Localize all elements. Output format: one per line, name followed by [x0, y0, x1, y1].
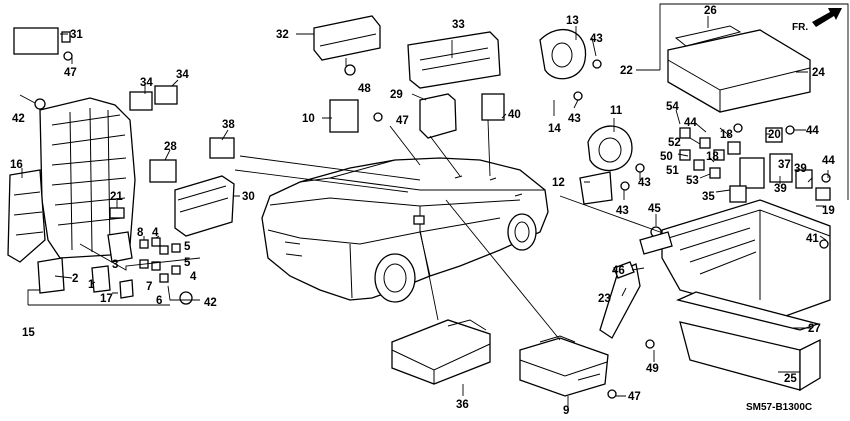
callout-26: 26 [704, 5, 717, 17]
callout-54: 54 [666, 101, 679, 113]
callout-23: 23 [598, 293, 611, 305]
callout-53: 53 [686, 175, 699, 187]
callout-18a: 18 [720, 129, 733, 141]
callout-44c: 44 [822, 155, 835, 167]
front-arrow-icon [812, 8, 842, 27]
callout-46: 46 [612, 265, 625, 277]
front-direction-indicator: FR. [792, 8, 842, 33]
callout-43d: 43 [616, 205, 629, 217]
small-relays-left [13, 27, 235, 305]
front-label: FR. [792, 22, 808, 33]
callout-44b: 44 [806, 125, 819, 137]
callout-43c: 43 [638, 177, 651, 189]
callout-10: 10 [302, 113, 315, 125]
callout-3: 3 [112, 259, 118, 271]
callout-4b: 4 [190, 271, 197, 283]
callout-labels: 31 47 42 16 34 34 28 38 30 21 8 4 5 5 4 … [10, 5, 835, 417]
callout-9: 9 [563, 405, 569, 417]
callout-39b: 39 [774, 183, 787, 195]
box-bracket-22 [659, 3, 849, 200]
callout-34b: 34 [176, 69, 189, 81]
callout-27: 27 [808, 323, 821, 335]
callout-49: 49 [646, 363, 659, 375]
callout-14: 14 [548, 123, 561, 135]
callout-5a: 5 [184, 241, 191, 253]
callout-29: 29 [390, 89, 403, 101]
bottom-parts [391, 199, 626, 410]
callout-1: 1 [88, 279, 95, 291]
callout-31: 31 [70, 29, 83, 41]
callout-7: 7 [146, 281, 152, 293]
callout-20: 20 [768, 129, 781, 141]
underhood-fuse-box [599, 25, 831, 392]
callout-18b: 18 [706, 151, 719, 163]
top-center-leaders [296, 26, 641, 200]
callout-47c: 47 [628, 391, 641, 403]
callout-4a: 4 [152, 227, 159, 239]
callout-47b: 47 [396, 115, 409, 127]
callout-39a: 39 [794, 163, 807, 175]
callout-48: 48 [358, 83, 371, 95]
callout-11: 11 [610, 105, 623, 117]
callout-41: 41 [806, 233, 819, 245]
callout-34a: 34 [140, 77, 153, 89]
callout-43a: 43 [590, 33, 603, 45]
callout-8: 8 [137, 227, 144, 239]
callout-30: 30 [242, 191, 255, 203]
callout-24: 24 [812, 67, 825, 79]
callout-42: 42 [12, 113, 25, 125]
callout-12: 12 [552, 177, 565, 189]
callout-22: 22 [620, 65, 633, 77]
callout-32: 32 [276, 29, 289, 41]
callout-52: 52 [668, 137, 681, 149]
callout-44a: 44 [684, 117, 697, 129]
left-leader-lines [19, 33, 421, 306]
callout-19: 19 [822, 205, 835, 217]
callout-13: 13 [566, 15, 579, 27]
callout-47: 47 [64, 67, 77, 79]
callout-43b: 43 [568, 113, 581, 125]
callout-17: 17 [100, 293, 113, 305]
callout-15: 15 [22, 327, 35, 339]
callout-2: 2 [72, 273, 78, 285]
callout-51: 51 [666, 165, 679, 177]
callout-50: 50 [660, 151, 673, 163]
callout-42b: 42 [204, 297, 217, 309]
callout-5b: 5 [184, 257, 191, 269]
callout-40: 40 [508, 109, 521, 121]
car-illustration [261, 157, 549, 303]
diagram-code: SM57-B1300C [746, 402, 812, 413]
callout-37: 37 [778, 159, 791, 171]
callout-16: 16 [10, 159, 23, 171]
callout-6: 6 [156, 295, 162, 307]
callout-25: 25 [784, 373, 797, 385]
callout-21: 21 [110, 191, 123, 203]
top-center-parts [313, 15, 645, 205]
callout-36: 36 [456, 399, 469, 411]
callout-35: 35 [702, 191, 715, 203]
right-leaders [559, 16, 829, 373]
callout-38: 38 [222, 119, 235, 131]
callout-45: 45 [648, 203, 661, 215]
callout-33: 33 [452, 19, 465, 31]
callout-28: 28 [164, 141, 177, 153]
